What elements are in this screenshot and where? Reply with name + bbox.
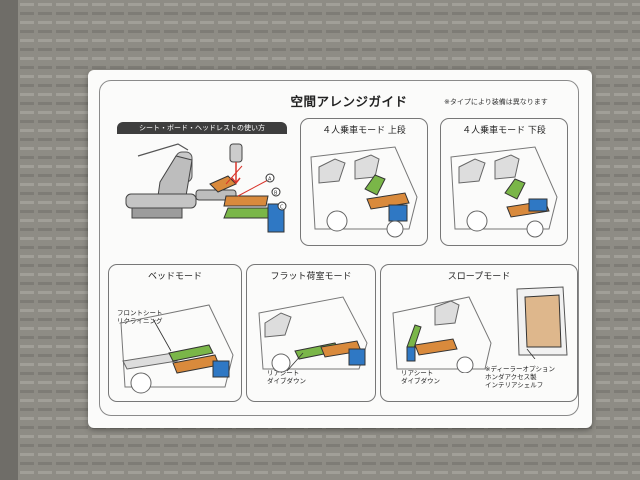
panel-bed-mode: ベッドモード フロントシート リクライニング (108, 264, 242, 402)
panel-4seat-lower: ４人乗車モード 下段 (440, 118, 568, 246)
section-tag: シート・ボード・ヘッドレストの使い方 (117, 122, 287, 134)
panel-flat-cargo-title: フラット荷室モード (270, 272, 352, 282)
seat-board-headrest-illustration: A B C (125, 143, 287, 233)
panel-slope-mode: スロープモード リアシート ダイブダウン ※ディーラーオプション ホンダアクセス… (380, 264, 578, 402)
panel-4seat-upper: ４人乗車モード 上段 (300, 118, 428, 246)
dealer-option-label: ※ディーラーオプション ホンダアクセス製 インテリアシェルフ (485, 365, 555, 389)
svg-text:A: A (268, 177, 272, 183)
panel-slope-mode-title: スロープモード (447, 272, 511, 282)
van-bed-mode-icon (120, 304, 234, 394)
van-lower-board-icon (450, 146, 558, 238)
interior-shelf-icon (516, 286, 568, 359)
rear-seat-dive-down-label-2: リアシート ダイブダウン (401, 369, 440, 385)
van-upper-board-icon (310, 146, 418, 238)
front-seat-recline-label: フロントシート リクライニング (117, 309, 163, 325)
rear-seat-dive-down-label-1: リアシート ダイブダウン (267, 369, 306, 385)
space-arrange-guide-card: 空間アレンジガイド ※タイプにより装備は異なります シート・ボード・ヘッドレスト… (88, 70, 592, 428)
svg-text:B: B (274, 191, 278, 197)
type-note: ※タイプにより装備は異なります (444, 98, 548, 106)
guide-frame (99, 80, 579, 416)
panel-flat-cargo-mode: フラット荷室モード リアシート ダイブダウン (246, 264, 376, 402)
panel-bed-mode-title: ベッドモード (147, 272, 202, 282)
van-slope-mode-icon (392, 296, 492, 373)
panel-4seat-upper-title: ４人乗車モード 上段 (322, 126, 406, 136)
svg-text:C: C (280, 205, 284, 211)
panel-4seat-lower-title: ４人乗車モード 下段 (462, 126, 546, 136)
guide-title: 空間アレンジガイド (290, 94, 408, 109)
van-flat-cargo-icon (258, 296, 368, 373)
